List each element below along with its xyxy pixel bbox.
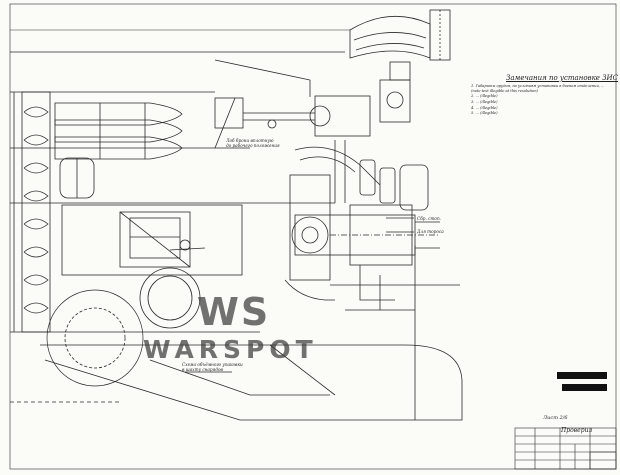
redaction-bar <box>562 384 607 391</box>
vertical-ammo-column <box>13 91 51 333</box>
label-stop: Сбр. стоп. <box>417 216 441 221</box>
label-armor: Лоб брони вплотную до рабочего положения <box>226 138 280 148</box>
gun-breech <box>61 204 243 276</box>
note-item: 3. ... (illegible) <box>471 99 498 104</box>
redaction-bar <box>557 372 607 379</box>
watermark-logo: WS <box>197 290 271 334</box>
note-item: 5. ... (illegible) <box>471 111 498 116</box>
note-item: 1. Габариты орудия, по условиям установк… <box>471 84 605 93</box>
label-ammo-pack: Схема объёмного упаковки в шахту снарядо… <box>182 362 243 372</box>
note-item: 4. ... (illegible) <box>471 105 498 110</box>
sheet-number: Лист 2/6 <box>543 415 568 421</box>
shell-rack <box>54 102 183 160</box>
note-item: 2. ... (illegible) <box>471 94 498 99</box>
signature: Проверил <box>561 427 593 434</box>
notes-block: 1. Габариты орудия, по условиям установк… <box>471 84 611 117</box>
label-torus: Для тороса <box>417 229 444 234</box>
watermark-text: WARSPOT <box>143 335 318 364</box>
gun-barrel <box>294 204 440 266</box>
title-block <box>514 427 617 470</box>
notes-title: Замечания по установке ЗИС <box>506 74 618 82</box>
